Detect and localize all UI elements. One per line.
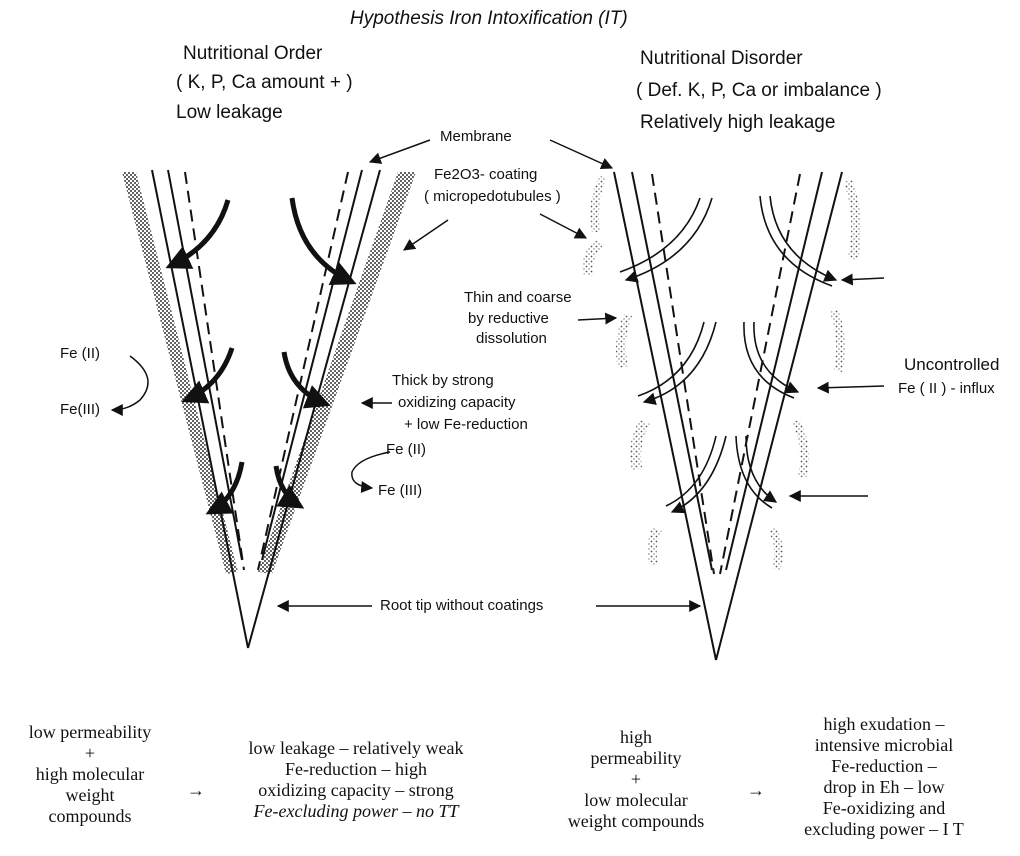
left-root-wall-right (248, 170, 380, 648)
thick-label-line2: oxidizing capacity (398, 394, 516, 411)
left-panel-heading: Nutritional Order (183, 43, 322, 65)
membrane-arrow-right (550, 140, 612, 168)
coating-label-line1: Fe2O3- coating (434, 166, 537, 183)
bottom-block-2: low leakage – relatively weak Fe-reducti… (208, 738, 504, 822)
left-panel-sub2: Low leakage (176, 102, 283, 124)
right-coating-patch (768, 528, 783, 570)
right-inner-wall-left (632, 172, 712, 570)
fe3-mid-label: Fe (III) (378, 482, 422, 499)
right-coating-patch (844, 180, 861, 260)
right-coating-patch (647, 528, 662, 566)
right-panel-sub1: ( Def. K, P, Ca or imbalance ) (636, 80, 882, 102)
uncontrolled-label-line1: Uncontrolled (904, 355, 999, 375)
thin-label-line2: by reductive (468, 310, 549, 327)
right-panel-heading: Nutritional Disorder (640, 48, 803, 70)
left-inner-arrow (292, 198, 352, 282)
bottom-block-4: high exudation – intensive microbial Fe-… (764, 714, 1004, 840)
coating-label-line2: ( micropedotubules ) (424, 188, 561, 205)
thin-label-line3: dissolution (476, 330, 547, 347)
coating-arrow-right (540, 214, 586, 238)
diagram-title: Hypothesis Iron Intoxification (IT) (350, 8, 628, 30)
fe3-left-label: Fe(III) (60, 401, 100, 418)
thick-label-line1: Thick by strong (392, 372, 494, 389)
left-root-wall-left (152, 170, 248, 648)
right-inner-arrow (754, 322, 798, 392)
right-root-wall-left (614, 172, 716, 660)
fe2-left-label: Fe (II) (60, 345, 100, 362)
right-coating-patch (630, 420, 650, 470)
right-inner-arrow (644, 322, 716, 402)
right-inner-arrow (666, 436, 716, 506)
right-inner-wall-right (726, 172, 822, 570)
right-inner-arrow (736, 436, 772, 508)
right-inner-arrow (770, 196, 836, 280)
bottom-block-1: low permeability + high molecular weight… (2, 722, 178, 827)
right-coating-patch (792, 420, 809, 478)
right-coating-patch (582, 240, 604, 276)
bottom-arrow-1: → (184, 780, 208, 801)
membrane-arrow-left (370, 140, 430, 162)
right-membrane-left (652, 174, 714, 574)
uncontrolled-label-line2: Fe ( II ) - influx (898, 380, 995, 397)
influx-arrow (842, 278, 884, 280)
right-coating-patch (590, 176, 606, 232)
membrane-label: Membrane (440, 128, 512, 145)
right-root (582, 172, 884, 660)
thin-label-line1: Thin and coarse (464, 289, 572, 306)
thin-arrow (578, 318, 616, 320)
fe2-mid-label: Fe (II) (386, 441, 426, 458)
right-root-wall-right (716, 172, 842, 660)
coating-arrow-left (404, 220, 448, 250)
right-panel-sub2: Relatively high leakage (640, 112, 835, 134)
thick-label-line3: + low Fe-reduction (404, 416, 528, 433)
right-coating-patch (616, 314, 632, 368)
right-coating-patch (830, 310, 845, 372)
left-inner-wall-right (262, 170, 362, 560)
left-inner-arrow (170, 200, 228, 266)
left-panel-sub1: ( K, P, Ca amount + ) (176, 72, 353, 94)
bottom-block-3: high permeability + low molecular weight… (548, 727, 724, 832)
influx-arrow (818, 386, 884, 388)
root-tip-label: Root tip without coatings (380, 597, 543, 614)
fe-left-curve (112, 356, 148, 410)
left-root (122, 170, 416, 648)
